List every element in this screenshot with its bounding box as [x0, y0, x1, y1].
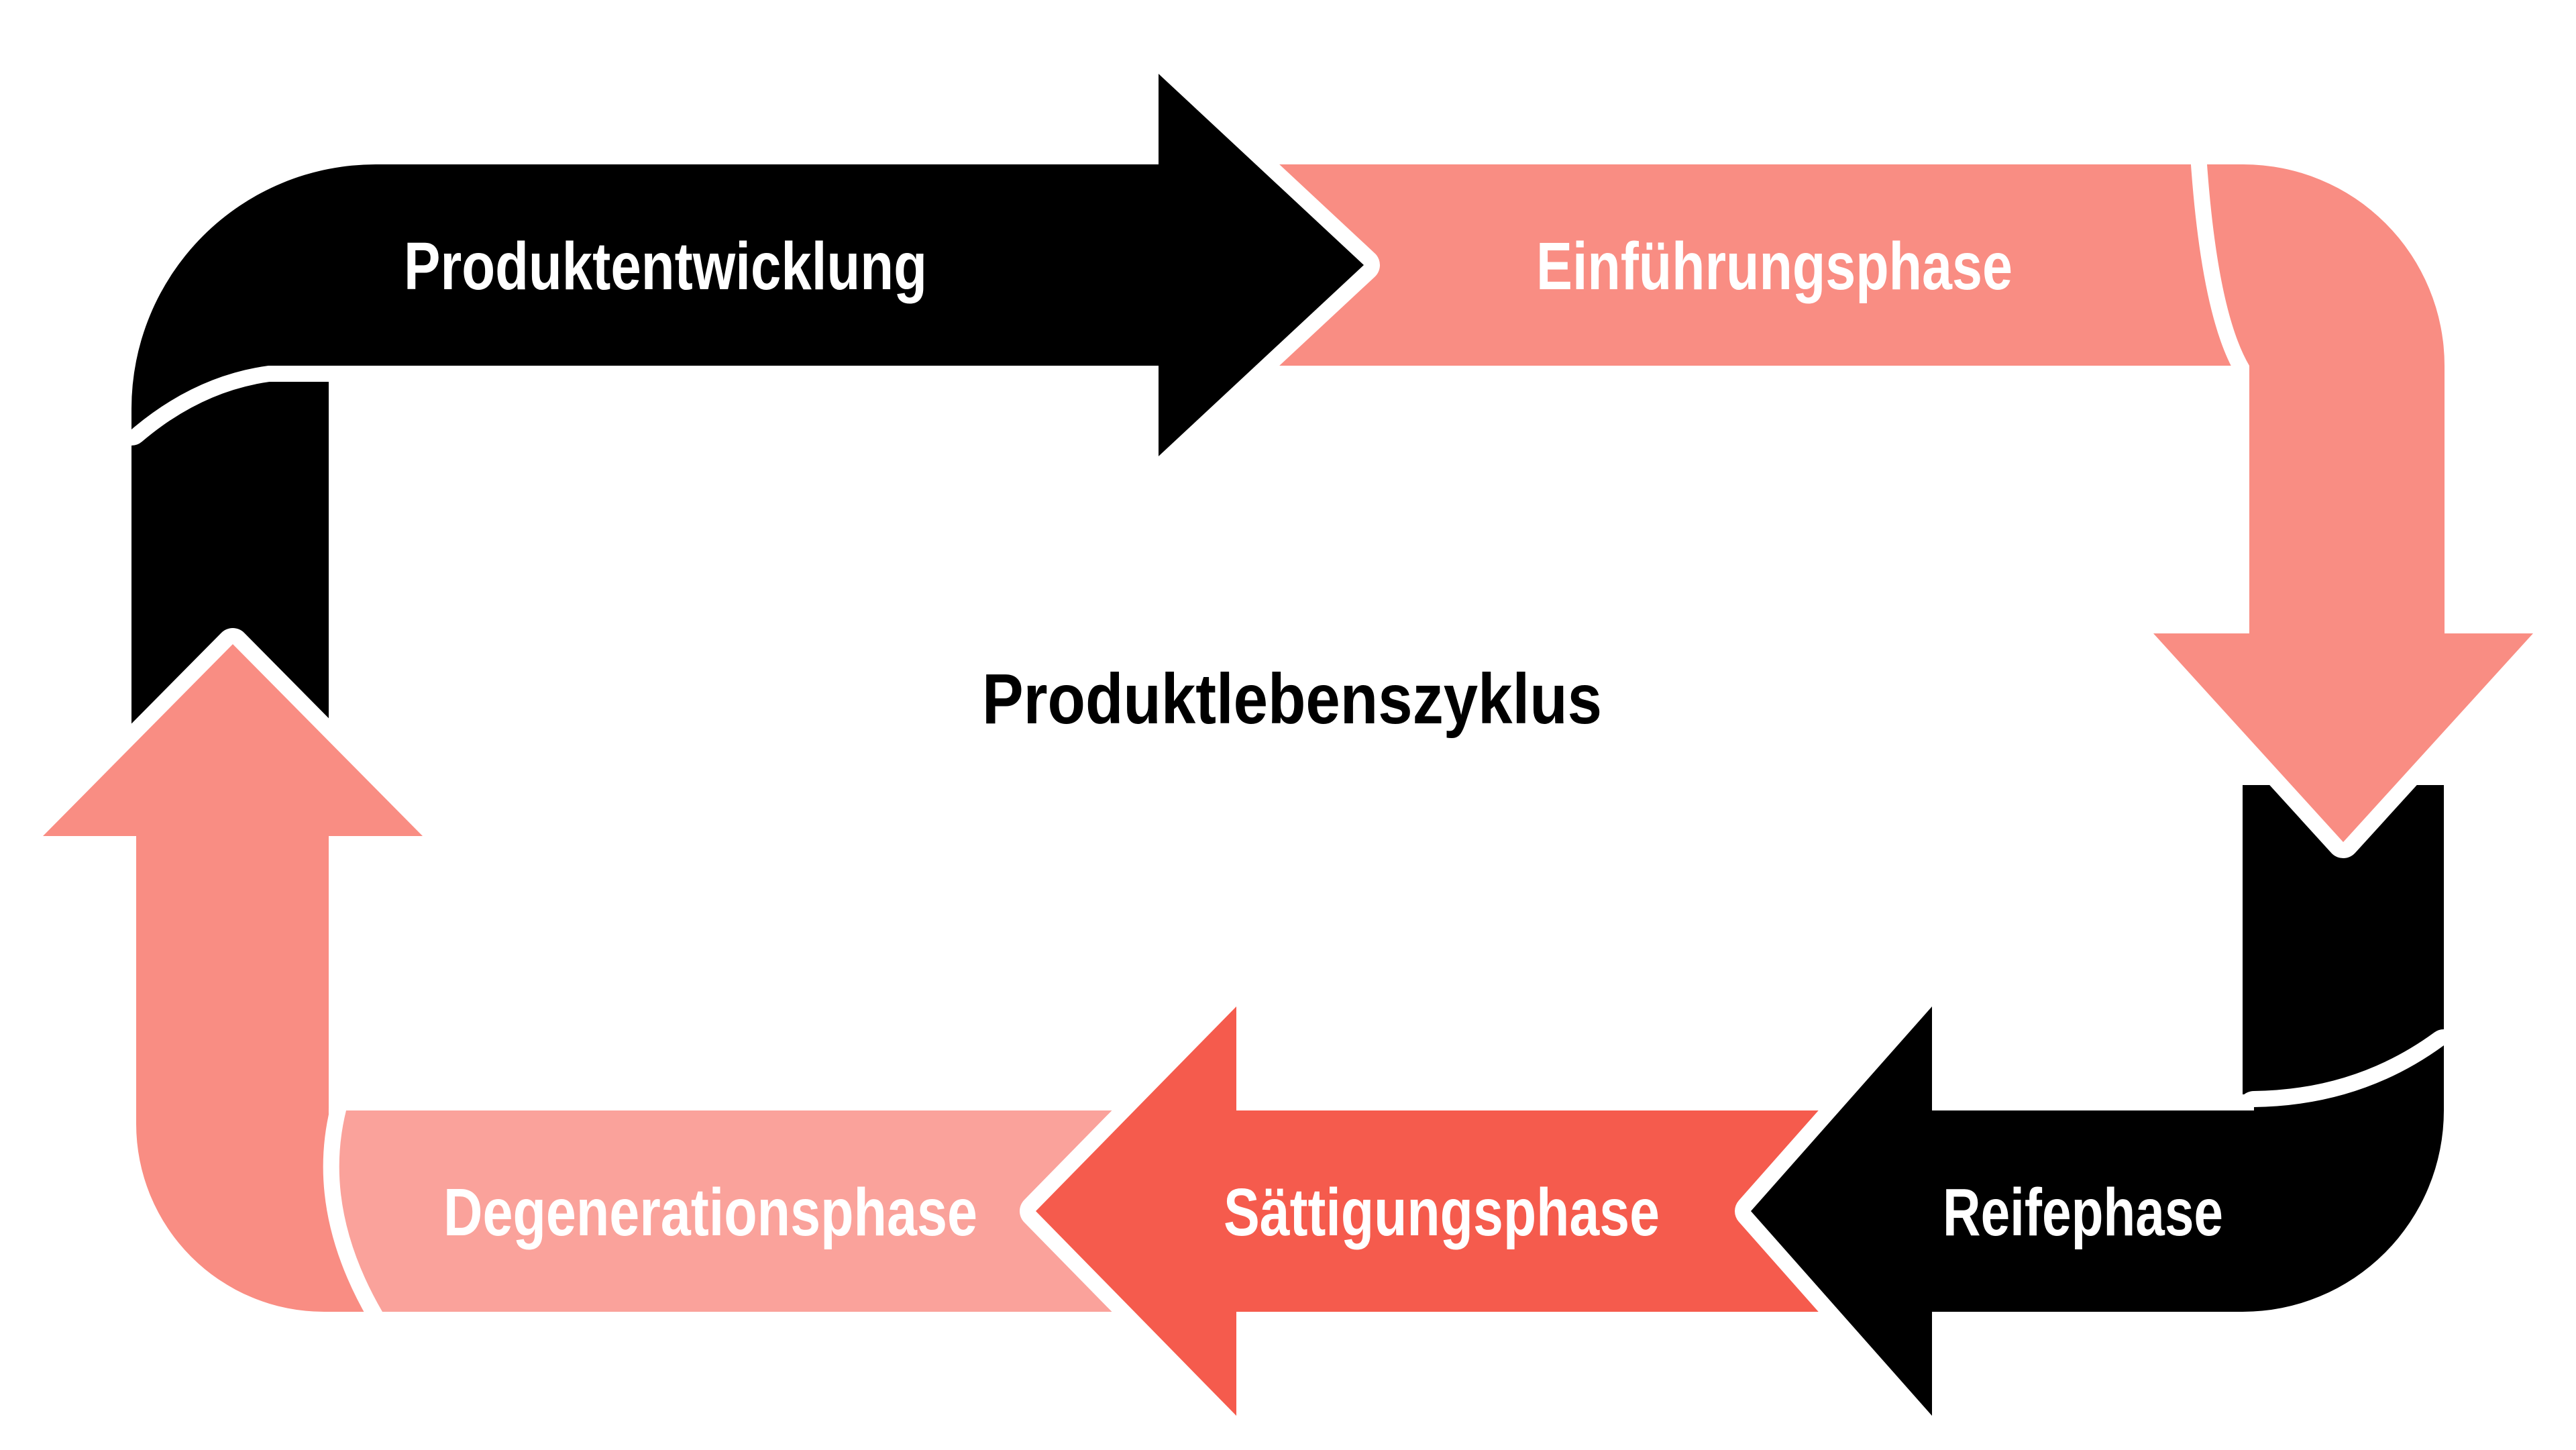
degenerationsphase-label: Degenerationsphase — [443, 1175, 977, 1250]
einfuehrungsphase-label: Einführungsphase — [1536, 229, 2012, 304]
produktentwicklung-label: Produktentwicklung — [404, 229, 927, 304]
degenerationsphase-band — [323, 1094, 1133, 1328]
produktentwicklung-arrow — [115, 58, 1380, 472]
down-arrow — [2137, 148, 2549, 858]
reifephase-label: Reifephase — [1943, 1175, 2223, 1250]
diagram-title: Produktlebenszyklus — [982, 660, 1602, 739]
saettigungsphase-label: Sättigungsphase — [1224, 1175, 1660, 1250]
reifephase-arrow — [1735, 990, 2460, 1432]
